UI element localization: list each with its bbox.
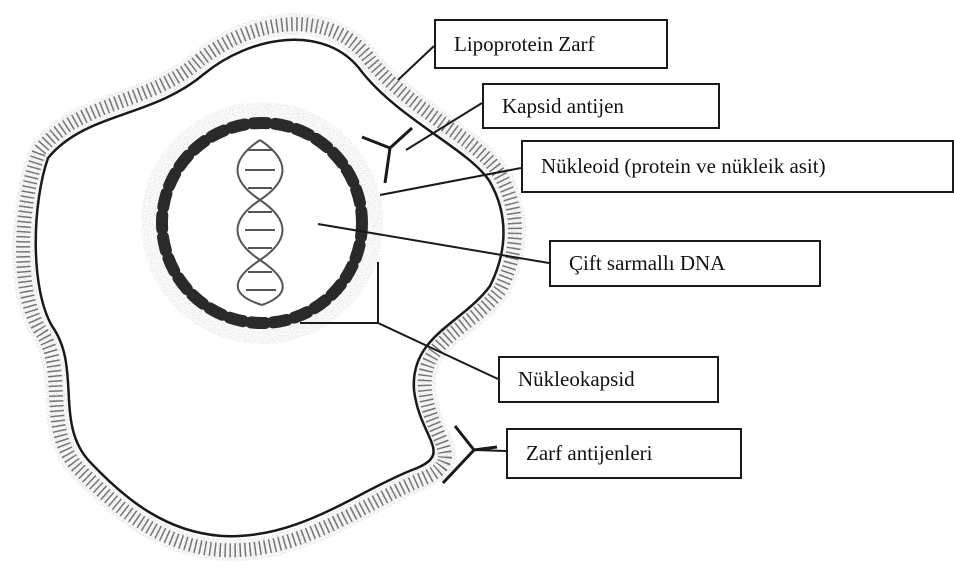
label-nucleoid: Nükleoid (protein ve nükleik asit) [521,140,954,193]
label-capsid-antigen: Kapsid antijen [482,83,720,129]
label-nucleoid-text: Nükleoid (protein ve nükleik asit) [541,156,826,177]
label-envelope-antigens-text: Zarf antijenleri [526,443,653,464]
nucleocapsid-stipple [152,113,372,333]
label-double-stranded-dna-text: Çift sarmallı DNA [569,253,725,274]
dna-double-helix [238,140,283,305]
label-double-stranded-dna: Çift sarmallı DNA [549,240,821,287]
label-envelope-antigens: Zarf antijenleri [506,428,742,479]
label-nucleocapsid-text: Nükleokapsid [518,369,635,390]
capsomere-beads [162,123,362,323]
label-lipoprotein-envelope-text: Lipoprotein Zarf [454,34,595,55]
label-lipoprotein-envelope: Lipoprotein Zarf [434,19,668,69]
label-capsid-antigen-text: Kapsid antijen [502,96,624,117]
label-nucleocapsid: Nükleokapsid [498,356,719,403]
